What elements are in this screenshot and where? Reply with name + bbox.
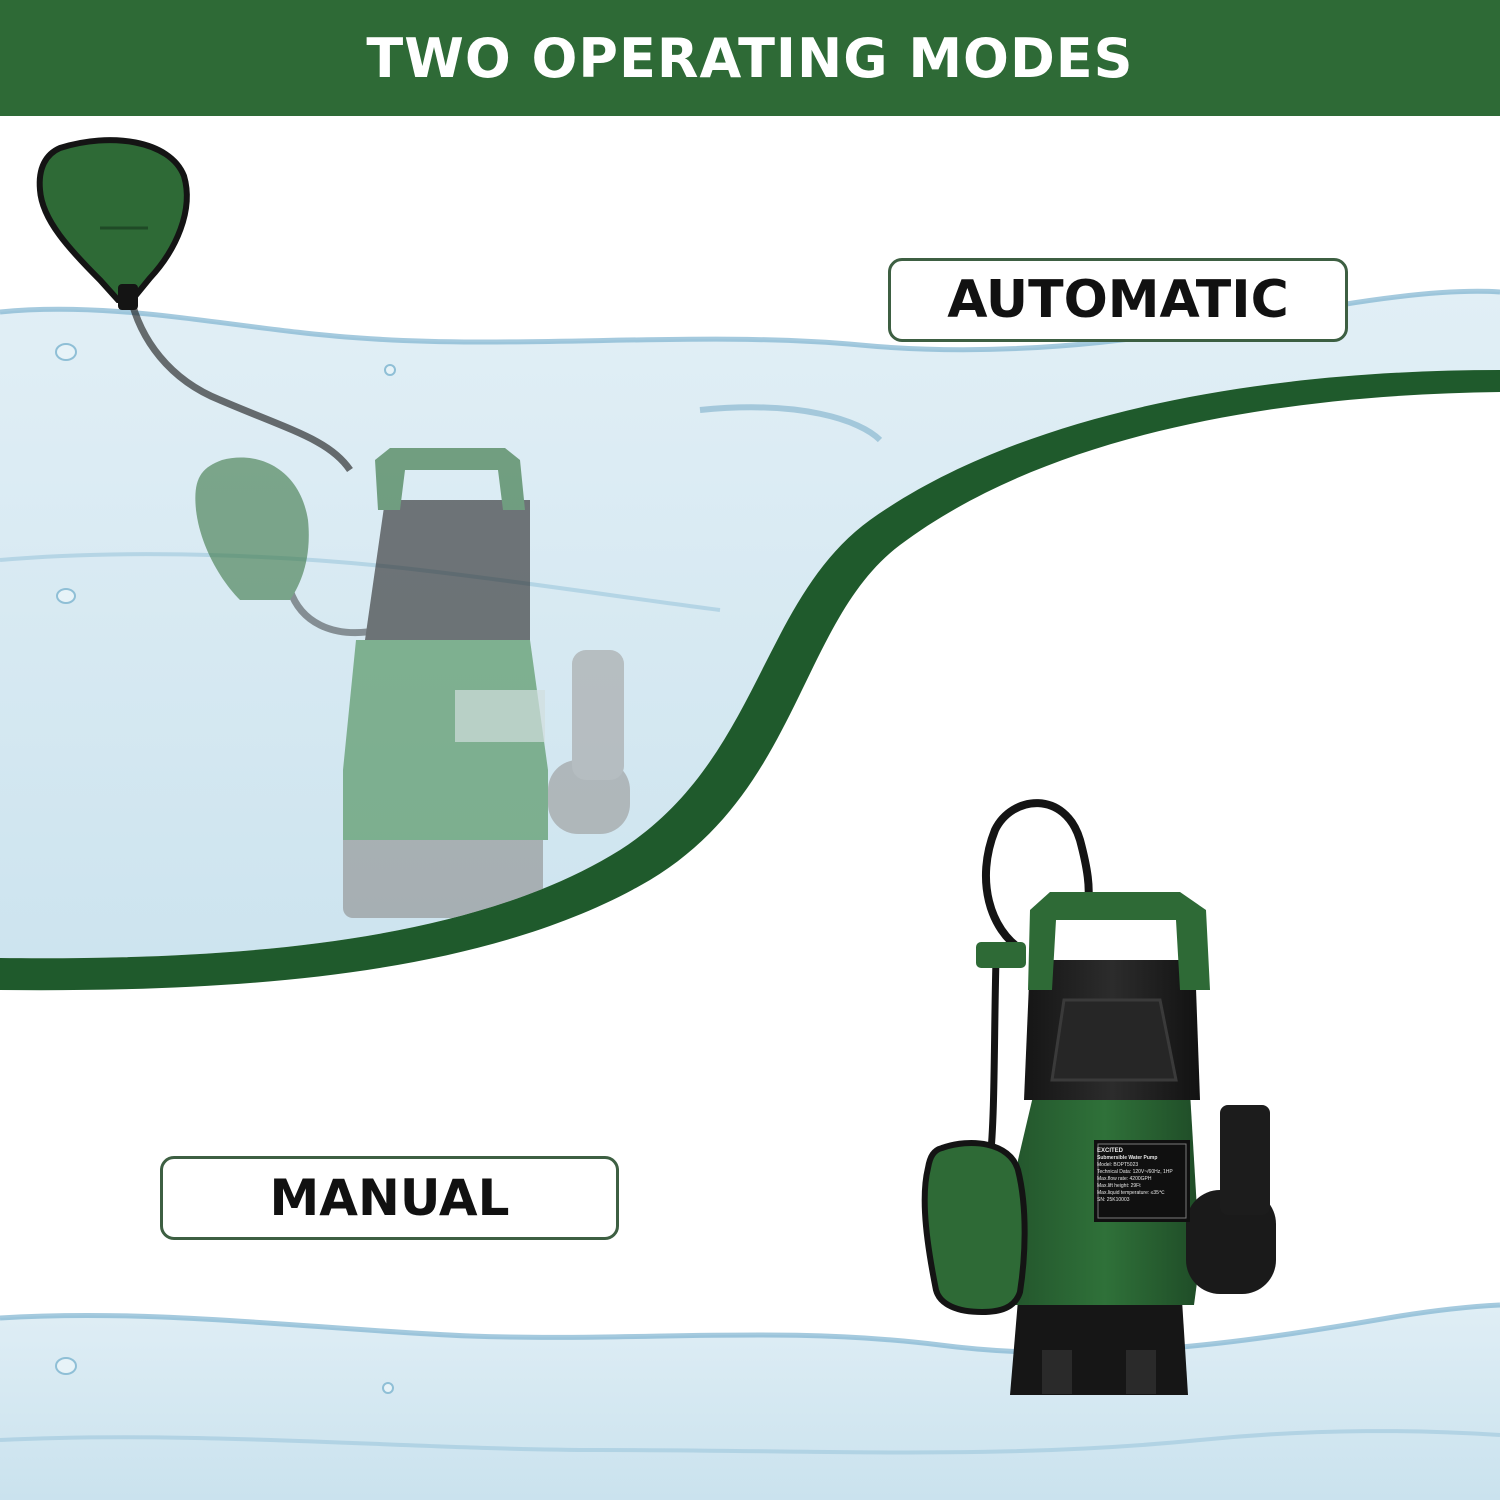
manual-mode-text: MANUAL [269,1169,510,1227]
pump-spec: Max.flow rate: 4200GPH [1097,1176,1152,1182]
automatic-mode-text: AUTOMATIC [947,270,1289,330]
lower-water [0,1302,1500,1500]
manual-mode-label: MANUAL [160,1156,619,1240]
pump-label-plate: EXCITED Submersible Water Pump Model: BO… [1094,1144,1190,1222]
page-header: TWO OPERATING MODES [0,0,1500,116]
automatic-mode-label: AUTOMATIC [888,258,1348,342]
pump-brand: EXCITED [1097,1148,1124,1154]
page-title: TWO OPERATING MODES [366,26,1134,90]
pump-spec: Technical Data: 120V~/60Hz, 1HP [1097,1169,1173,1175]
pump-icon [921,799,1276,1395]
pump-product: Submersible Water Pump [1097,1155,1158,1161]
pump-spec: Max.lift height: 29Ft [1097,1183,1141,1189]
pump-spec: Model: BOPT5023 [1097,1162,1139,1168]
automatic-pump [126,294,630,918]
pump-spec: Max.liquid temperature: ≤35℃ [1097,1190,1165,1196]
float-switch-icon [36,137,190,310]
pump-spec: SN: 25K10003 [1097,1197,1130,1203]
